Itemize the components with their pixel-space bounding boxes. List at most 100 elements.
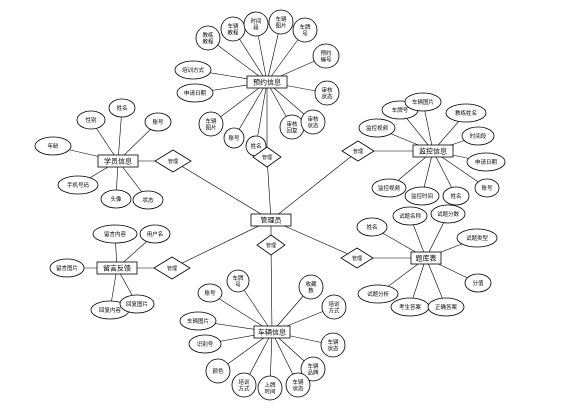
attribute-label: 试题分数 (437, 210, 460, 218)
attribute-label: 教练 (202, 31, 214, 39)
attribute-node: 正确答案 (427, 297, 465, 317)
attribute-node: 账号 (197, 283, 223, 303)
attribute-label: 监控时间 (411, 192, 433, 200)
attribute-label: 颜色 (212, 367, 224, 375)
relationship-label: 管理 (352, 255, 362, 262)
attribute-label: 车牌号 (392, 106, 409, 114)
attribute-label: 号 (235, 281, 241, 288)
attribute-label: 图片 (275, 21, 286, 29)
attribute-label: 教程 (227, 28, 239, 36)
entity-label: 监控信息 (419, 147, 447, 156)
attribute-label: 正确答案 (435, 303, 458, 311)
attribute-node: 培训方式 (174, 60, 212, 80)
attribute-ellipse (174, 60, 212, 80)
relation-line (171, 219, 272, 269)
attribute-ellipse (144, 112, 172, 132)
entity-question: 题库表 (410, 251, 442, 265)
attribute-node: 申请日期 (466, 152, 506, 172)
attribute-node: 试题分析 (357, 284, 399, 304)
attribute-label: 账号 (152, 118, 164, 126)
relationship-r_complaint: 管理 (153, 256, 191, 280)
attribute-node: 收藏数 (298, 274, 324, 300)
attribute-ellipse (404, 92, 442, 112)
relation-line (270, 150, 359, 221)
relation-line (266, 156, 272, 221)
attribute-label: 审核 (321, 86, 333, 94)
attribute-label: 回复 (286, 126, 298, 134)
attribute-node: 培训方式 (231, 372, 257, 398)
attribute-label: 姓名 (366, 223, 377, 231)
attribute-node: 试题类型 (456, 228, 498, 248)
attribute-ellipse (132, 190, 164, 210)
attribute-label: 车辆 (275, 15, 287, 23)
attribute-label: 教程 (202, 37, 214, 45)
attribute-node: 申请日期 (176, 83, 214, 103)
attribute-node: 留言内容 (92, 224, 138, 244)
relationship-label: 管理 (262, 154, 272, 161)
attribute-node: 姓名 (356, 217, 388, 237)
attribute-ellipse (298, 274, 324, 300)
relationship-diamond (153, 256, 191, 280)
attribute-ellipse (179, 311, 217, 331)
attribute-label: 试题分析 (367, 290, 390, 298)
attribute-ellipse (268, 9, 294, 35)
attribute-label: 状态 (142, 196, 154, 204)
entity-box (97, 154, 139, 168)
attribute-node: 考生答案 (390, 297, 430, 317)
attribute-ellipse (197, 283, 223, 303)
attribute-label: 状态 (292, 384, 304, 392)
attribute-node: 颜色 (205, 358, 231, 384)
attribute-ellipse (188, 334, 222, 354)
attribute-ellipse (243, 11, 269, 37)
attribute-label: 车牌 (232, 274, 244, 282)
entity-box (250, 213, 292, 227)
attribute-label: 姓名 (116, 104, 127, 112)
entity-box (412, 144, 454, 158)
attribute-ellipse (464, 273, 492, 293)
relationship-label: 管理 (353, 148, 363, 155)
attribute-label: 回复图片 (126, 300, 148, 308)
attribute-ellipse (442, 186, 470, 206)
attribute-label: 试题名称 (399, 212, 422, 220)
entity-label: 预约信息 (253, 78, 281, 87)
relationship-r_monitor: 管理 (341, 140, 375, 162)
attribute-node: 账号 (144, 112, 172, 132)
attribute-ellipse (300, 356, 326, 382)
attribute-node: 教练姓名 (445, 103, 487, 123)
attribute-label: 申请日期 (184, 89, 207, 97)
entity-label: 管理员 (261, 216, 282, 225)
attribute-label: 考生答案 (399, 303, 422, 311)
entity-complaint: 留言反馈 (96, 261, 138, 275)
entity-box (410, 251, 442, 265)
entity-label: 学员信息 (104, 157, 132, 166)
attribute-ellipse (320, 332, 346, 358)
attribute-label: 培训 (328, 300, 340, 308)
attribute-ellipse (57, 175, 99, 195)
attribute-node: 监控视频 (371, 178, 407, 198)
attribute-ellipse (226, 269, 250, 293)
attribute-label: 识别号 (197, 340, 214, 348)
attribute-label: 申请日期 (475, 158, 498, 166)
attribute-label: 号 (302, 30, 308, 37)
attribute-label: 头像 (110, 195, 122, 203)
attribute-label: 审核 (307, 115, 319, 123)
attribute-label: 状态 (327, 344, 339, 352)
attribute-node: 姓名 (108, 98, 136, 118)
attribute-line (255, 81, 268, 147)
attribute-label: 回复内容 (99, 306, 122, 314)
attribute-ellipse (100, 189, 132, 209)
attribute-label: 状态 (321, 92, 333, 100)
attribute-ellipse (392, 206, 428, 226)
attribute-label: 状态 (307, 121, 319, 129)
attribute-ellipse (456, 228, 498, 248)
attribute-node: 培训方式 (321, 294, 347, 320)
attribute-node: 姓名 (442, 186, 470, 206)
attribute-node: 车辆图片 (179, 311, 217, 331)
attribute-label: 图片 (205, 123, 216, 131)
